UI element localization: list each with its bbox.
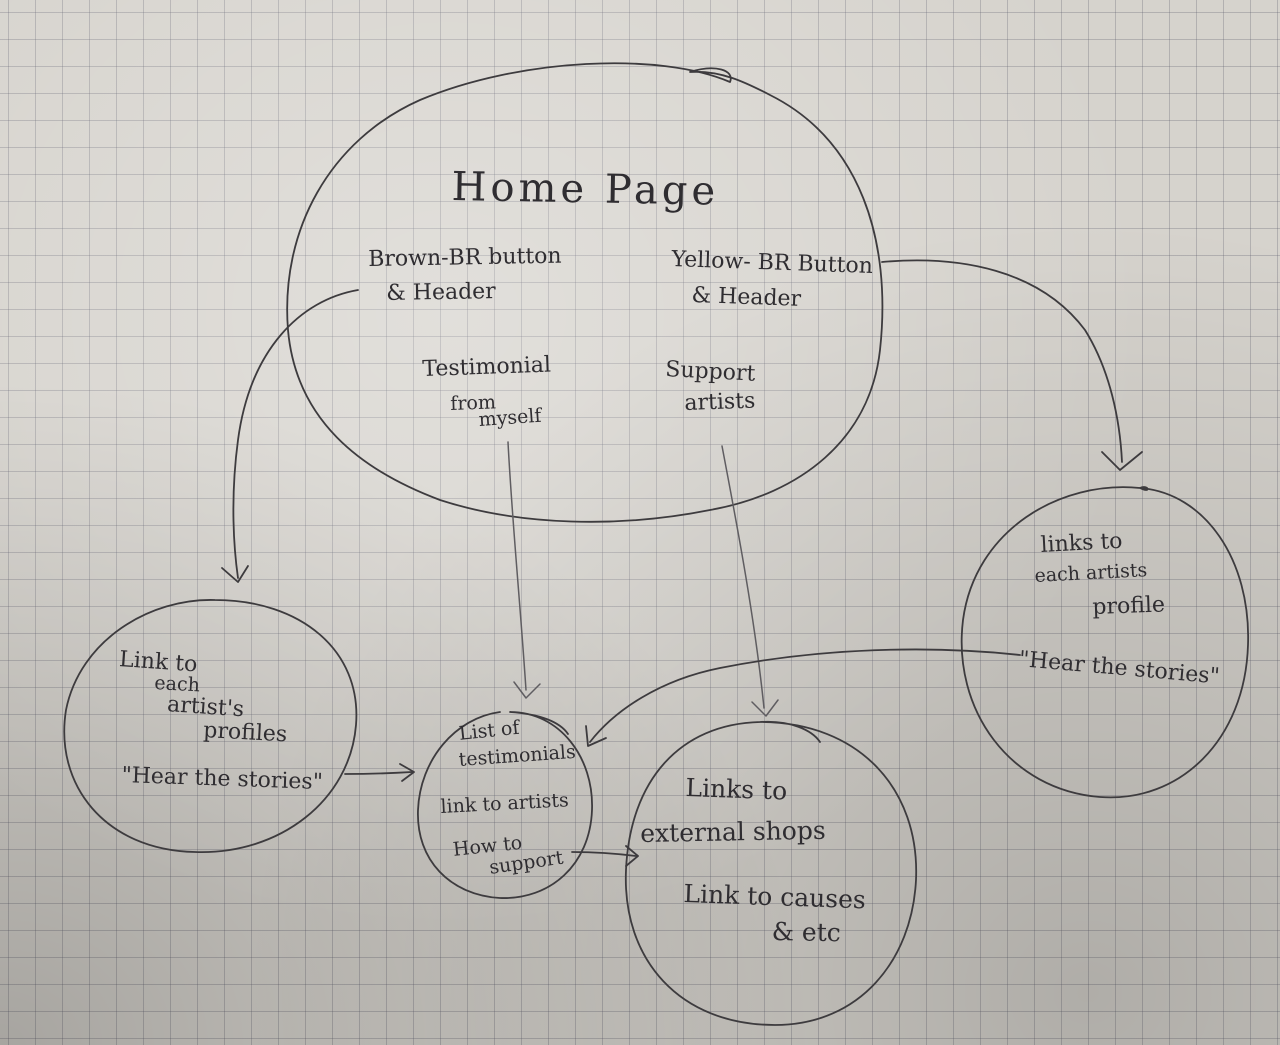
shops-circle [625, 720, 917, 1026]
shops-circle-line1: Links to [685, 773, 788, 806]
arrow-right-stories-to-center [589, 648, 1021, 743]
shops-circle-line4: & etc [771, 917, 842, 948]
arrow-brown-to-left [232, 289, 359, 579]
right-circle-line1: links to [1039, 528, 1124, 558]
home-page-circle [286, 62, 884, 523]
arrow-support-to-shops [721, 445, 765, 709]
testimonial-myself-label: myself [477, 404, 543, 431]
left-circle-line4: profiles [202, 718, 288, 748]
brown-button-label: Brown-BR button [367, 243, 562, 272]
yellow-header-label: & Header [691, 283, 802, 312]
center-testimonials-circle [417, 711, 593, 899]
right-artist-circle [960, 486, 1249, 799]
testimonial-label: Testimonial [421, 352, 552, 382]
support-label: Support [664, 357, 756, 387]
arrow-testimonial-to-center [507, 441, 527, 691]
brown-header-label: & Header [385, 279, 496, 306]
arrow-left-stories-to-center [344, 771, 413, 775]
support-artists-label: artists [683, 388, 756, 416]
shops-circle-line2: external shops [639, 815, 826, 848]
home-page-title: Home Page [451, 164, 720, 215]
arrow-support-to-shops-circle [571, 851, 637, 857]
arrow-yellow-to-right [881, 259, 1123, 463]
right-circle-line3: profile [1091, 592, 1166, 620]
left-artist-circle [63, 599, 358, 853]
shops-circle-line3: Link to causes [683, 879, 867, 915]
